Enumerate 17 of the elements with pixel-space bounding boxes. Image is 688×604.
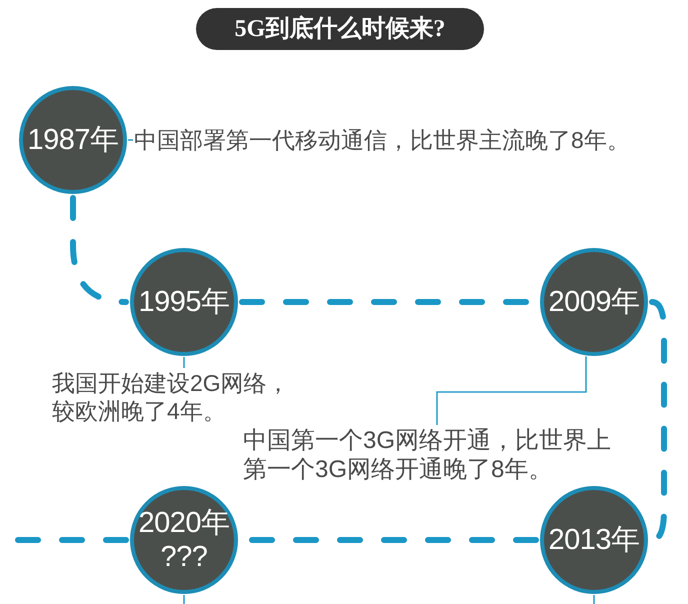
year-label: 2009年 (548, 285, 640, 319)
leader-line (593, 595, 595, 604)
dashed-connector (15, 537, 129, 543)
year-label: 2013年 (548, 523, 640, 557)
year-label: 2020年 (138, 506, 230, 540)
year-label: 1995年 (138, 285, 230, 319)
milestone-note: 我国开始建设2G网络，较欧洲晚了4年。 (52, 369, 304, 425)
year-label: 1987年 (27, 123, 118, 157)
question-marks-label: ??? (160, 540, 208, 574)
dashed-connector (70, 195, 129, 305)
leader-line (183, 595, 185, 604)
leader-line (183, 357, 185, 368)
title-banner: 5G到底什么时候来? (196, 8, 484, 50)
leader-line (436, 356, 587, 425)
leader-line (128, 139, 133, 141)
milestone-note: 中国部署第一代移动通信，比世界主流晚了8年。 (134, 124, 630, 156)
milestone-note: 中国第一个3G网络开通，比世界上第一个3G网络开通晚了8年。 (243, 426, 625, 484)
